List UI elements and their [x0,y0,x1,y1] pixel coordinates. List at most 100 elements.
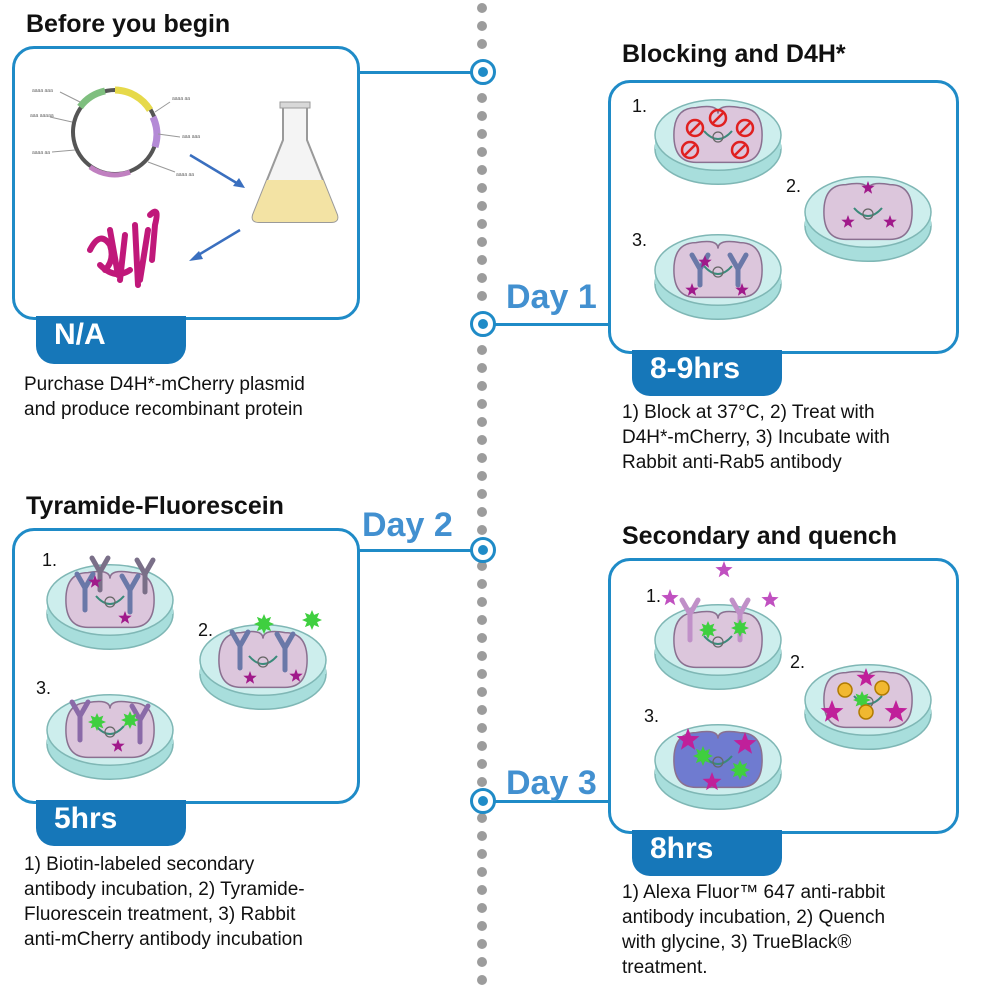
antibody-icon [74,571,96,613]
timeline-dot [477,903,487,913]
svg-text:aaaa aa: aaaa aa [172,96,190,102]
timeline-dot [477,975,487,985]
description-line: D4H*-mCherry, 3) Incubate with [622,427,890,448]
timeline-dot [477,417,487,427]
petri-dish [46,555,174,651]
mcherry-star-icon [861,181,875,194]
timeline-dot [477,579,487,589]
description-tyramide: 1) Biotin-labeled secondary antibody inc… [24,852,305,952]
timeline-dot [477,939,487,949]
description-line: 1) Alexa Fluor™ 647 anti-rabbit [622,882,885,903]
timeline-dot [477,363,487,373]
timeline-dot [477,165,487,175]
mcherry-star-icon [111,739,125,752]
description-blocking: 1) Block at 37°C, 2) Treat with D4H*-mCh… [622,400,890,475]
timeline-dot [477,561,487,571]
antibody-icon [679,597,701,643]
blocked-icon [680,140,700,160]
duration-tag-before: N/A [36,316,186,364]
svg-text:aaaa aa: aaaa aa [32,150,50,156]
glycine-quench-icon [874,680,890,696]
section-title-blocking: Blocking and D4H* [622,40,846,68]
glycine-quench-icon [858,704,874,720]
timeline-dot [477,129,487,139]
step-number: 1. [42,550,58,570]
blocked-icon [685,118,705,138]
arrow-icon [189,228,241,261]
timeline-dot [477,435,487,445]
timeline-dot [477,273,487,283]
timeline-dot [477,669,487,679]
petri-dish [804,175,932,263]
timeline-dot [477,957,487,967]
mcherry-star-icon [118,611,132,624]
timeline-node-before [470,59,496,85]
antibody-icon [69,699,91,743]
timeline-dot [477,885,487,895]
petri-dish [46,693,174,781]
svg-text:aaaa aaa: aaaa aaa [32,88,53,94]
antibody-icon [229,629,251,671]
description-line: treatment. [622,957,708,978]
step-number: 3. [644,706,660,726]
connector-day3 [492,800,610,803]
mcherry-star-icon [88,575,102,588]
step-number: 2. [790,652,806,672]
timeline-dot [477,813,487,823]
antibody-icon [727,252,749,288]
mcherry-star-icon [715,561,733,578]
antibody-icon [134,557,156,595]
antibody-icon [274,631,296,673]
timeline-dot [477,921,487,931]
duration-label: N/A [54,318,106,351]
timeline-dot [477,201,487,211]
mcherry-star-icon [841,215,855,228]
antibody-icon [129,703,151,745]
description-line: Purchase D4H*-mCherry plasmid [24,374,305,395]
connector-before [357,71,472,74]
fluorescein-burst-icon [699,621,717,639]
svg-text:aaaa aa: aaaa aa [176,172,194,178]
description-line: and produce recombinant protein [24,399,303,420]
timeline-dot [477,345,487,355]
timeline-dot [477,219,487,229]
flask-illustration [251,101,339,223]
description-line: antibody incubation, 2) Quench [622,907,886,928]
timeline-dot [477,633,487,643]
timeline-dot [477,489,487,499]
mcherry-star-icon [289,669,303,682]
fluorescein-burst-icon [254,614,274,634]
svg-text:aaa aaa: aaa aaa [182,134,200,140]
timeline-dot [477,759,487,769]
mcherry-star-icon [883,215,897,228]
timeline-dot [477,3,487,13]
mcherry-star-icon [884,700,908,722]
step-number: 3. [36,678,52,698]
timeline-dot [477,615,487,625]
mcherry-star-icon [676,728,700,750]
mcherry-star-icon [243,671,257,684]
timeline-dot [477,255,487,265]
section-title-secondary: Secondary and quench [622,522,898,550]
arrow-icon [189,153,245,188]
connector-day1 [492,323,610,326]
timeline-dot [477,111,487,121]
fluorescein-burst-icon [302,610,322,630]
mcherry-star-icon [820,700,844,722]
glycine-quench-icon [837,682,853,698]
step-number: 3. [632,230,648,250]
mcherry-star-icon [733,732,757,754]
timeline-dot [477,867,487,877]
duration-tag-secondary: 8hrs [632,830,782,876]
step-number: 1. [632,96,648,116]
timeline-dot [477,507,487,517]
petri-dish [199,610,327,711]
duration-tag-tyramide: 5hrs [36,800,186,846]
section-title-tyramide: Tyramide-Fluorescein [26,492,284,520]
duration-label: 8hrs [650,832,714,865]
timeline-dot [477,723,487,733]
timeline-dot [477,831,487,841]
timeline-node-day3 [470,788,496,814]
